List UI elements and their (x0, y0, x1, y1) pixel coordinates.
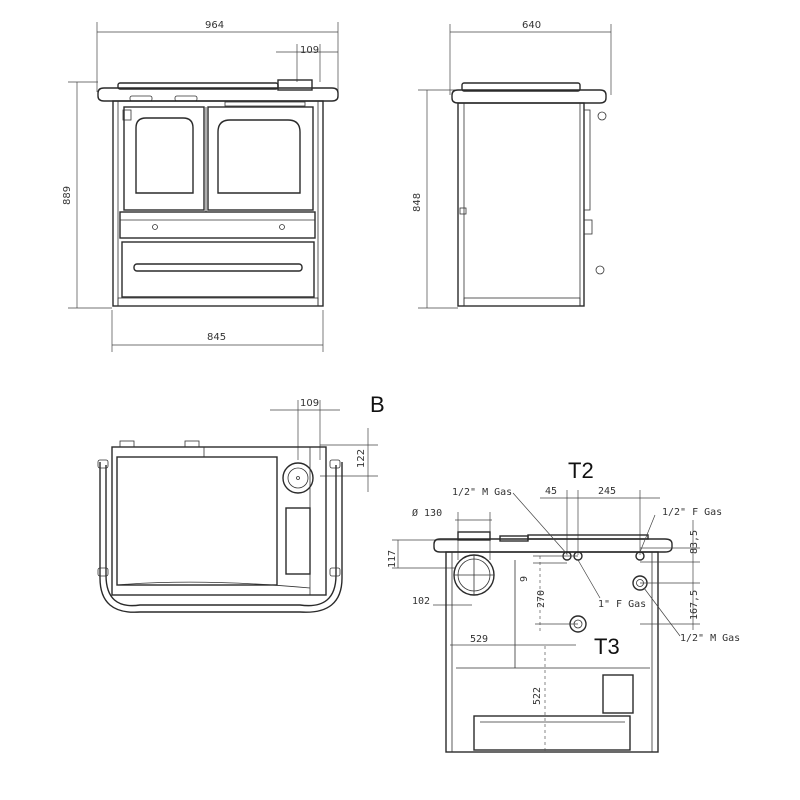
label-b: B (370, 392, 385, 417)
dim-529: 529 (470, 634, 488, 645)
conn-half-m-gas-top: 1/2" M Gas (452, 487, 512, 498)
dim-base-845: 845 (207, 332, 226, 343)
top-view: B 109 122 (97, 392, 385, 613)
dim-height-848: 848 (412, 193, 423, 212)
dim-depth-640: 640 (522, 20, 541, 31)
dim-diameter-130: Ø 130 (412, 507, 442, 519)
conn-half-f-gas: 1/2" F Gas (662, 507, 722, 518)
dim-245: 245 (598, 486, 616, 497)
dim-height-889: 889 (62, 186, 73, 205)
dim-9: 9 (519, 576, 530, 582)
dim-83-5: 83,5 (689, 530, 700, 554)
dim-width-964: 964 (205, 20, 224, 31)
dim-522: 522 (532, 687, 543, 705)
conn-one-f-gas: 1" F Gas (598, 599, 646, 610)
dim-102: 102 (412, 596, 430, 607)
dim-flue-109: 109 (300, 45, 319, 56)
dim-45: 45 (545, 486, 557, 497)
label-t2: T2 (568, 458, 594, 483)
dim-167-5: 167,5 (689, 590, 700, 620)
dim-flue-109-top: 109 (300, 398, 319, 409)
dim-122: 122 (356, 449, 367, 468)
side-view: 640 848 (412, 20, 612, 309)
dim-270: 270 (536, 590, 547, 608)
rear-view: T2 T3 45 245 Ø 130 117 102 (387, 458, 740, 753)
dim-117: 117 (387, 550, 398, 568)
conn-half-m-gas-bottom: 1/2" M Gas (680, 633, 740, 644)
label-t3: T3 (594, 634, 620, 659)
front-view: 964 109 889 845 (62, 20, 339, 352)
